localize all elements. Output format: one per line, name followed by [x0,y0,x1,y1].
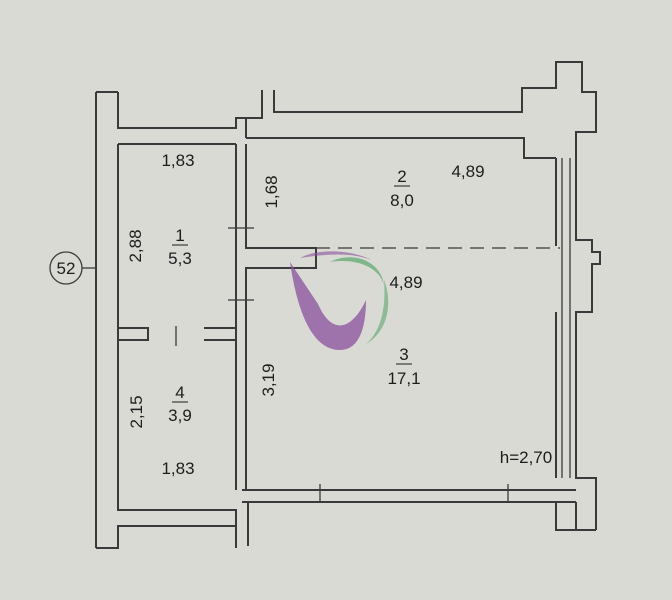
dim-r1-left: 2,88 [126,229,145,262]
dim-r1-top: 1,83 [161,151,194,170]
room-4-number: 4 [175,383,184,402]
room-1-area: 5,3 [168,249,192,268]
room-3-number: 3 [399,345,408,364]
room-3-area: 17,1 [387,369,420,388]
dim-r3-mid: 4,89 [389,273,422,292]
room-1-number: 1 [175,226,184,245]
walls [82,61,601,549]
room-2-area: 8,0 [390,191,414,210]
logo [290,251,389,350]
dim-r2-right: 4,89 [451,162,484,181]
building-number: 52 [57,259,76,278]
room-4-area: 3,9 [168,406,192,425]
dim-r4-left: 2,15 [127,395,146,428]
dim-r2-left: 1,68 [262,175,281,208]
building-number-circle [49,251,83,285]
ceiling-height: h=2,70 [500,448,552,467]
dim-r3-left: 3,19 [259,363,278,396]
dim-r4-bottom: 1,83 [161,459,194,478]
room-2-number: 2 [397,167,406,186]
